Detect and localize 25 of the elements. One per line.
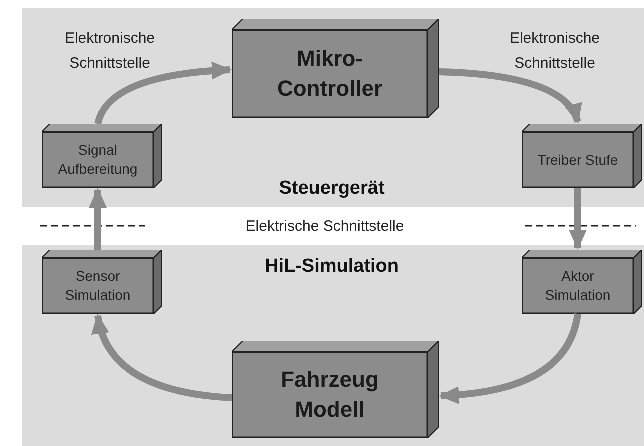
box-label: Treiber Stufe <box>536 150 620 170</box>
interface-label: Elektronische Schnittstelle <box>508 29 602 74</box>
arrow <box>569 188 587 250</box>
box-label: Sensor Simulation <box>64 267 132 305</box>
arrow <box>439 313 582 404</box>
box-label: Fahrzeug Modell <box>280 366 380 424</box>
process-box <box>42 124 162 188</box>
arrow <box>89 188 107 250</box>
process-box <box>522 250 642 314</box>
arrow <box>94 62 232 126</box>
section-heading: Steuergerät <box>278 176 386 200</box>
band-background <box>22 245 644 446</box>
box-label: Signal Aufbereitung <box>57 141 139 179</box>
arrow <box>438 68 582 124</box>
process-box <box>42 250 162 314</box>
box-label: Aktor Simulation <box>544 267 612 305</box>
band-background <box>22 8 644 207</box>
box-label: Mikro- Controller <box>276 45 384 103</box>
section-heading: HiL-Simulation <box>264 255 400 279</box>
arrow <box>92 314 232 402</box>
process-box <box>522 124 642 188</box>
interface-label: Elektrische Schnittstelle <box>244 217 406 237</box>
block-box <box>232 19 439 118</box>
block-box <box>232 341 439 438</box>
interface-label: Elektronische Schnittstelle <box>64 29 156 74</box>
